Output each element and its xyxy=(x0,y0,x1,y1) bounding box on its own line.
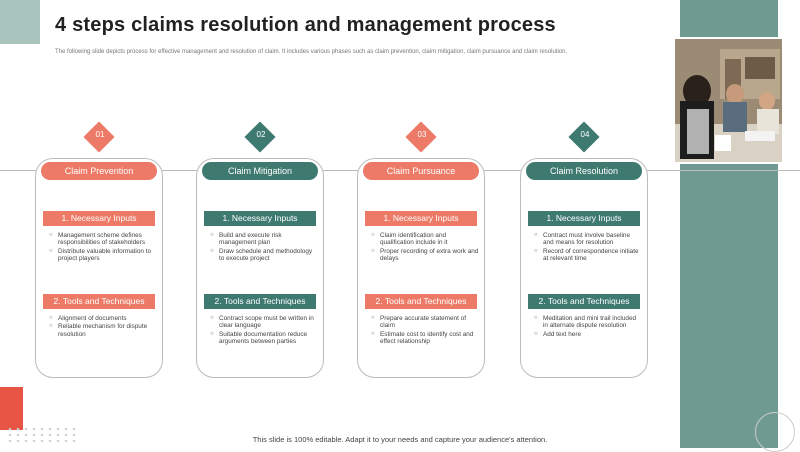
inputs-header: 1. Necessary Inputs xyxy=(204,211,316,226)
tools-list: Contract scope must be written in clear … xyxy=(210,315,318,347)
list-item: Record of correspondence initiate at rel… xyxy=(534,248,642,263)
list-item: Alignment of documents xyxy=(49,315,157,323)
corner-circle-decoration xyxy=(755,412,795,452)
tools-header: 2. Tools and Techniques xyxy=(528,294,640,309)
list-item: Reliable mechanism for dispute resolutio… xyxy=(49,323,157,338)
phase-label: Claim Mitigation xyxy=(202,162,318,180)
step-card xyxy=(520,158,648,378)
step-number: 04 xyxy=(580,130,590,139)
step-column-4: 04 Claim Resolution 1. Necessary Inputs … xyxy=(520,121,650,378)
dot-pattern xyxy=(6,426,78,444)
corner-accent-red xyxy=(0,387,23,430)
list-item: Add text here xyxy=(534,331,642,339)
list-item: Prepare accurate statement of claim xyxy=(371,315,479,330)
list-item: Contract must involve baseline and means… xyxy=(534,232,642,247)
list-item: Management scheme defines responsibiliti… xyxy=(49,232,157,247)
phase-label: Claim Resolution xyxy=(526,162,642,180)
tools-header: 2. Tools and Techniques xyxy=(204,294,316,309)
footer-note: This slide is 100% editable. Adapt it to… xyxy=(252,435,548,444)
inputs-list: Management scheme defines responsibiliti… xyxy=(49,232,157,264)
list-item: Distribute valuable information to proje… xyxy=(49,248,157,263)
list-item: Estimate cost to identify cost and effec… xyxy=(371,331,479,346)
step-number: 02 xyxy=(256,130,266,139)
tools-list: Prepare accurate statement of claim Esti… xyxy=(371,315,479,347)
inputs-list: Contract must involve baseline and means… xyxy=(534,232,642,264)
corner-accent-block xyxy=(0,0,40,44)
tools-list: Alignment of documents Reliable mechanis… xyxy=(49,315,157,339)
list-item: Proper recording of extra work and delay… xyxy=(371,248,479,263)
tools-list: Meditation and mini trail included in al… xyxy=(534,315,642,339)
tools-header: 2. Tools and Techniques xyxy=(365,294,477,309)
inputs-list: Claim identification and qualification i… xyxy=(371,232,479,264)
list-item: Suitable documentation reduce arguments … xyxy=(210,331,318,346)
list-item: Contract scope must be written in clear … xyxy=(210,315,318,330)
list-item: Draw schedule and methodology to execute… xyxy=(210,248,318,263)
tools-header: 2. Tools and Techniques xyxy=(43,294,155,309)
step-column-1: 01 Claim Prevention 1. Necessary Inputs … xyxy=(35,121,165,378)
phase-label: Claim Pursuance xyxy=(363,162,479,180)
page-title: 4 steps claims resolution and management… xyxy=(55,14,556,36)
team-meeting-photo xyxy=(673,37,784,164)
slide-description: The following slide depicts process for … xyxy=(55,49,568,55)
inputs-header: 1. Necessary Inputs xyxy=(43,211,155,226)
step-number: 01 xyxy=(95,130,105,139)
step-column-2: 02 Claim Mitigation 1. Necessary Inputs … xyxy=(196,121,326,378)
step-card xyxy=(35,158,163,378)
list-item: Claim identification and qualification i… xyxy=(371,232,479,247)
step-number: 03 xyxy=(417,130,427,139)
list-item: Meditation and mini trail included in al… xyxy=(534,315,642,330)
inputs-header: 1. Necessary Inputs xyxy=(365,211,477,226)
list-item: Build and execute risk management plan xyxy=(210,232,318,247)
team-meeting-illustration xyxy=(675,39,782,162)
phase-label: Claim Prevention xyxy=(41,162,157,180)
inputs-header: 1. Necessary Inputs xyxy=(528,211,640,226)
step-column-3: 03 Claim Pursuance 1. Necessary Inputs C… xyxy=(357,121,487,378)
inputs-list: Build and execute risk management plan D… xyxy=(210,232,318,264)
